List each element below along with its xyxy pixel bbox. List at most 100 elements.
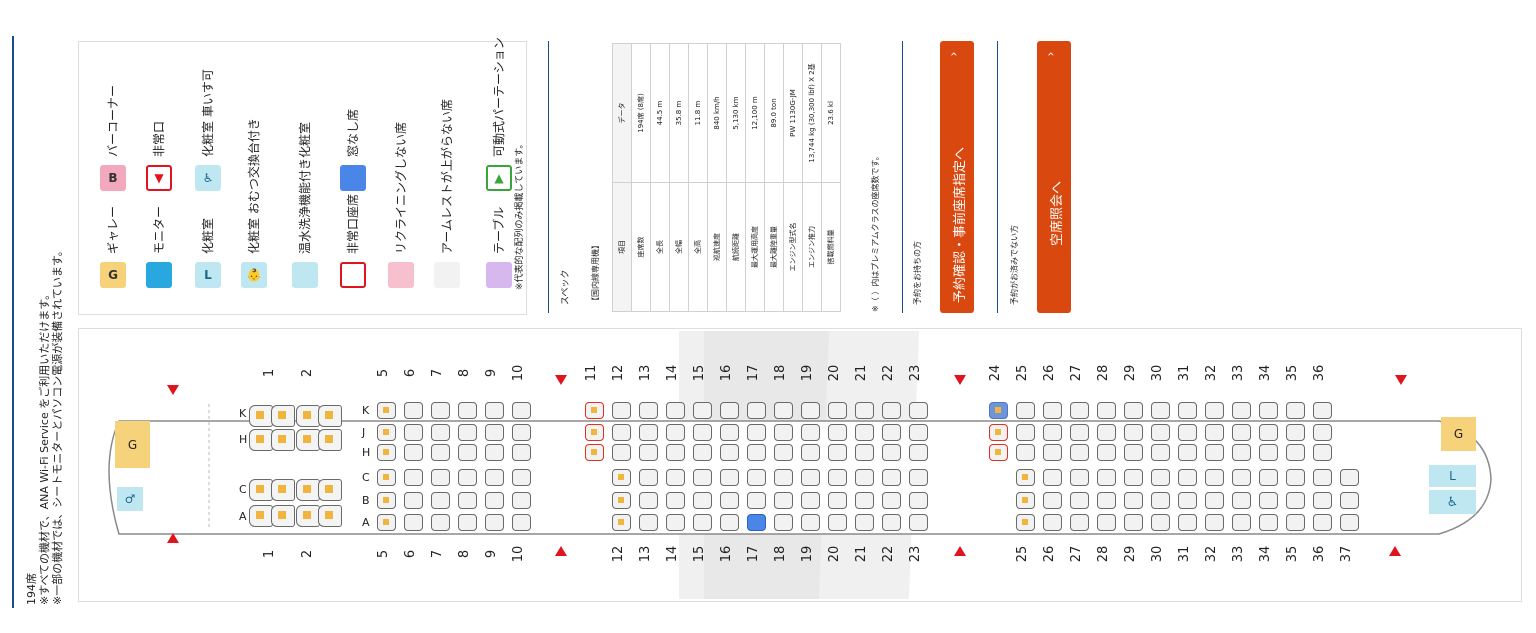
economy-seat[interactable] — [431, 402, 450, 419]
economy-seat[interactable] — [909, 514, 928, 531]
economy-seat[interactable] — [585, 444, 604, 461]
economy-seat[interactable] — [1070, 469, 1089, 486]
economy-seat[interactable] — [1016, 402, 1035, 419]
economy-seat[interactable] — [909, 402, 928, 419]
economy-seat[interactable] — [1070, 444, 1089, 461]
economy-seat[interactable] — [989, 444, 1008, 461]
economy-seat[interactable] — [1097, 444, 1116, 461]
economy-seat[interactable] — [404, 424, 423, 441]
economy-seat[interactable] — [431, 444, 450, 461]
economy-seat[interactable] — [882, 402, 901, 419]
economy-seat[interactable] — [1313, 444, 1332, 461]
economy-seat[interactable] — [828, 402, 847, 419]
economy-seat[interactable] — [909, 444, 928, 461]
economy-seat[interactable] — [1259, 444, 1278, 461]
economy-seat[interactable] — [512, 492, 531, 509]
economy-seat[interactable] — [485, 469, 504, 486]
economy-seat[interactable] — [1313, 514, 1332, 531]
economy-seat[interactable] — [1178, 492, 1197, 509]
economy-seat[interactable] — [1286, 469, 1305, 486]
economy-seat[interactable] — [909, 424, 928, 441]
economy-seat[interactable] — [1124, 444, 1143, 461]
economy-seat[interactable] — [1097, 469, 1116, 486]
economy-seat[interactable] — [1151, 469, 1170, 486]
economy-seat[interactable] — [666, 492, 685, 509]
premium-seat[interactable] — [296, 405, 320, 427]
economy-seat[interactable] — [1070, 402, 1089, 419]
economy-seat[interactable] — [1151, 444, 1170, 461]
economy-seat[interactable] — [639, 444, 658, 461]
economy-seat[interactable] — [377, 514, 396, 531]
economy-seat[interactable] — [612, 492, 631, 509]
economy-seat[interactable] — [1232, 514, 1251, 531]
economy-seat[interactable] — [855, 444, 874, 461]
economy-seat[interactable] — [1340, 514, 1359, 531]
economy-seat[interactable] — [882, 492, 901, 509]
economy-seat[interactable] — [1313, 469, 1332, 486]
economy-seat[interactable] — [720, 424, 739, 441]
economy-seat[interactable] — [1259, 424, 1278, 441]
economy-seat[interactable] — [377, 469, 396, 486]
economy-seat[interactable] — [1097, 514, 1116, 531]
economy-seat[interactable] — [458, 469, 477, 486]
economy-seat[interactable] — [720, 444, 739, 461]
economy-seat[interactable] — [1043, 492, 1062, 509]
economy-seat[interactable] — [1016, 492, 1035, 509]
premium-seat[interactable] — [296, 429, 320, 451]
economy-seat[interactable] — [485, 424, 504, 441]
economy-seat[interactable] — [1016, 424, 1035, 441]
economy-seat[interactable] — [431, 469, 450, 486]
economy-seat[interactable] — [1070, 492, 1089, 509]
economy-seat[interactable] — [512, 424, 531, 441]
economy-seat[interactable] — [720, 402, 739, 419]
economy-seat[interactable] — [989, 424, 1008, 441]
economy-seat[interactable] — [1205, 469, 1224, 486]
economy-seat[interactable] — [1151, 514, 1170, 531]
economy-seat[interactable] — [639, 424, 658, 441]
economy-seat[interactable] — [485, 514, 504, 531]
economy-seat[interactable] — [431, 514, 450, 531]
economy-seat[interactable] — [377, 402, 396, 419]
economy-seat[interactable] — [1043, 469, 1062, 486]
economy-seat[interactable] — [989, 402, 1008, 419]
economy-seat[interactable] — [1313, 492, 1332, 509]
economy-seat[interactable] — [1313, 402, 1332, 419]
economy-seat[interactable] — [1043, 402, 1062, 419]
economy-seat[interactable] — [458, 444, 477, 461]
economy-seat[interactable] — [1286, 402, 1305, 419]
economy-seat[interactable] — [431, 492, 450, 509]
economy-seat[interactable] — [747, 469, 766, 486]
economy-seat[interactable] — [747, 444, 766, 461]
economy-seat[interactable] — [882, 444, 901, 461]
economy-seat[interactable] — [855, 514, 874, 531]
economy-seat[interactable] — [1259, 514, 1278, 531]
economy-seat[interactable] — [1151, 402, 1170, 419]
economy-seat[interactable] — [404, 514, 423, 531]
economy-seat[interactable] — [1043, 424, 1062, 441]
economy-seat[interactable] — [801, 402, 820, 419]
economy-seat[interactable] — [1097, 492, 1116, 509]
economy-seat[interactable] — [1016, 469, 1035, 486]
economy-seat[interactable] — [1016, 444, 1035, 461]
economy-seat[interactable] — [882, 514, 901, 531]
economy-seat[interactable] — [855, 492, 874, 509]
economy-seat[interactable] — [801, 469, 820, 486]
economy-seat[interactable] — [1043, 514, 1062, 531]
economy-seat[interactable] — [612, 444, 631, 461]
economy-seat[interactable] — [458, 424, 477, 441]
economy-seat[interactable] — [512, 402, 531, 419]
economy-seat[interactable] — [458, 402, 477, 419]
economy-seat[interactable] — [855, 402, 874, 419]
economy-seat[interactable] — [404, 402, 423, 419]
economy-seat[interactable] — [639, 492, 658, 509]
economy-seat[interactable] — [693, 444, 712, 461]
economy-seat[interactable] — [666, 402, 685, 419]
premium-seat[interactable] — [318, 405, 342, 427]
economy-seat[interactable] — [612, 469, 631, 486]
economy-seat[interactable] — [774, 492, 793, 509]
economy-seat[interactable] — [404, 444, 423, 461]
economy-seat[interactable] — [485, 402, 504, 419]
economy-seat[interactable] — [1286, 424, 1305, 441]
economy-seat[interactable] — [1286, 444, 1305, 461]
economy-seat[interactable] — [1232, 424, 1251, 441]
